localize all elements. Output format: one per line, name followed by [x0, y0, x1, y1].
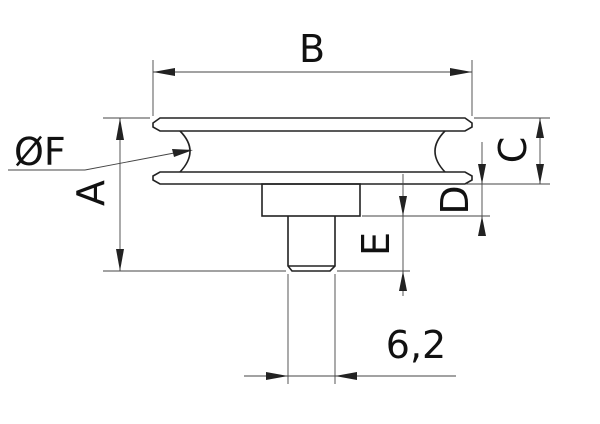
- label-c: C: [491, 137, 535, 164]
- pulley-wheel: [152, 117, 473, 185]
- label-shaft: 6,2: [386, 323, 446, 367]
- label-f: ØF: [14, 130, 66, 174]
- hub-body: [261, 183, 361, 217]
- hub: [261, 183, 361, 217]
- dimension-a: A: [69, 117, 286, 272]
- label-d: D: [433, 185, 477, 214]
- top-flange: [152, 117, 473, 132]
- shaft-body: [287, 216, 336, 272]
- dimension-c: C: [474, 117, 550, 185]
- label-e: E: [354, 232, 398, 256]
- dimension-d: D: [362, 142, 490, 236]
- label-a: A: [69, 180, 113, 206]
- groove-right: [434, 130, 446, 173]
- bottom-flange: [152, 171, 473, 185]
- shaft: [287, 216, 336, 272]
- dimension-shaft: 6,2: [244, 274, 456, 384]
- dimension-f: ØF: [8, 130, 193, 174]
- dimension-b: B: [152, 27, 473, 116]
- dimension-e: E: [337, 174, 410, 296]
- groove-left: [179, 130, 191, 173]
- label-b: B: [299, 27, 325, 71]
